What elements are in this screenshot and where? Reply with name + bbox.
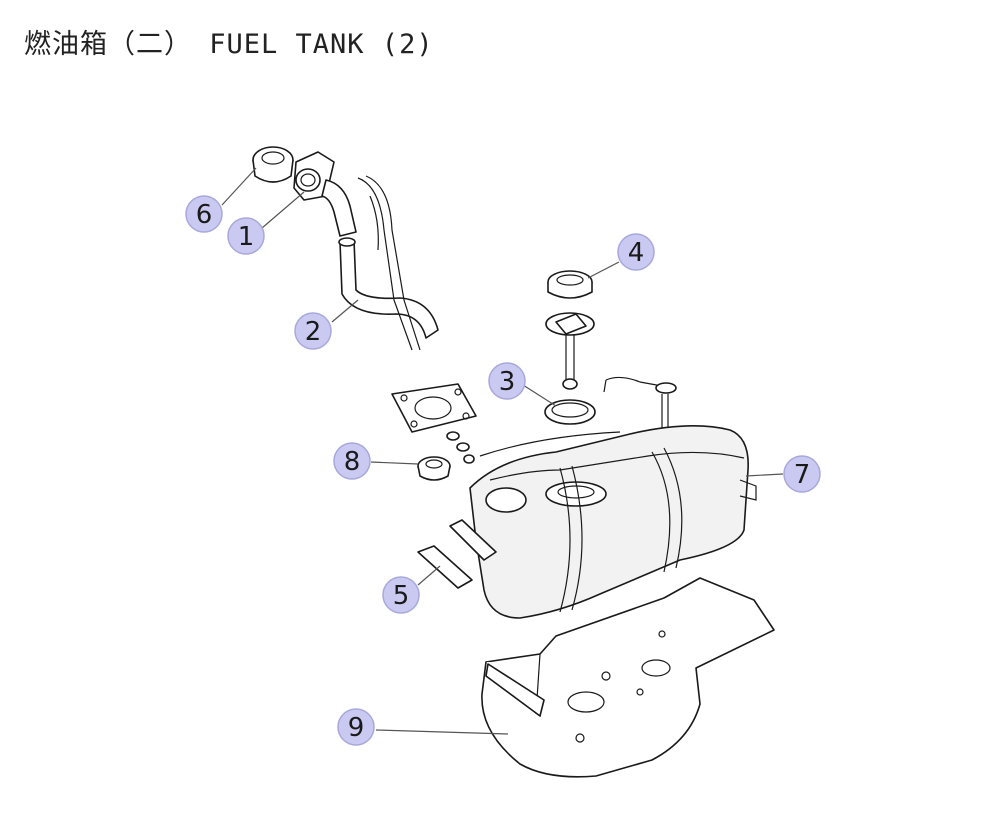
gasket-plate <box>391 383 477 433</box>
seal-ring <box>544 399 596 425</box>
callout-marker <box>617 233 655 271</box>
leader-7 <box>745 473 784 477</box>
callout-marker <box>185 195 223 233</box>
callout-label: 5 <box>393 581 410 611</box>
callout-label: 3 <box>499 367 516 397</box>
callout-label: 9 <box>348 713 365 743</box>
callout-label: 7 <box>794 460 811 490</box>
locking-ring <box>547 270 593 299</box>
mounting-bracket <box>417 519 497 589</box>
callout-marker <box>333 442 371 480</box>
filler-hose <box>321 175 439 351</box>
page-title: 燃油箱（二） FUEL TANK (2) <box>24 29 434 60</box>
leader-3 <box>522 384 557 407</box>
callout-label: 6 <box>196 200 213 230</box>
callout-marker <box>488 362 526 400</box>
callout-label: 8 <box>344 447 361 477</box>
callout-6: 6 <box>185 195 223 233</box>
leader-lines <box>221 167 784 735</box>
leader-6 <box>221 167 257 206</box>
callout-1: 1 <box>227 217 265 255</box>
callout-label: 1 <box>238 222 255 252</box>
fuel-tank <box>469 425 757 619</box>
leader-5 <box>417 565 441 586</box>
callout-label: 4 <box>628 238 645 268</box>
leader-4 <box>587 261 620 279</box>
leader-2 <box>331 299 359 323</box>
callout-label: 2 <box>305 317 322 347</box>
callout-marker <box>337 708 375 746</box>
callout-4: 4 <box>617 233 655 271</box>
callout-marker <box>783 455 821 493</box>
fuel-sender-unit <box>545 312 595 390</box>
leader-1 <box>261 191 305 229</box>
callout-9: 9 <box>337 708 375 746</box>
callout-3: 3 <box>488 362 526 400</box>
leader-8 <box>370 461 419 465</box>
callout-2: 2 <box>294 312 332 350</box>
callout-7: 7 <box>783 455 821 493</box>
callout-marker <box>294 312 332 350</box>
small-grommets <box>446 431 475 464</box>
callout-5: 5 <box>382 576 420 614</box>
callout-8: 8 <box>333 442 371 480</box>
tank-guard <box>481 577 775 778</box>
leader-9 <box>375 729 509 735</box>
fuel-cap <box>252 146 294 183</box>
callout-marker <box>227 217 265 255</box>
grommet <box>417 456 451 481</box>
callout-marker <box>382 576 420 614</box>
